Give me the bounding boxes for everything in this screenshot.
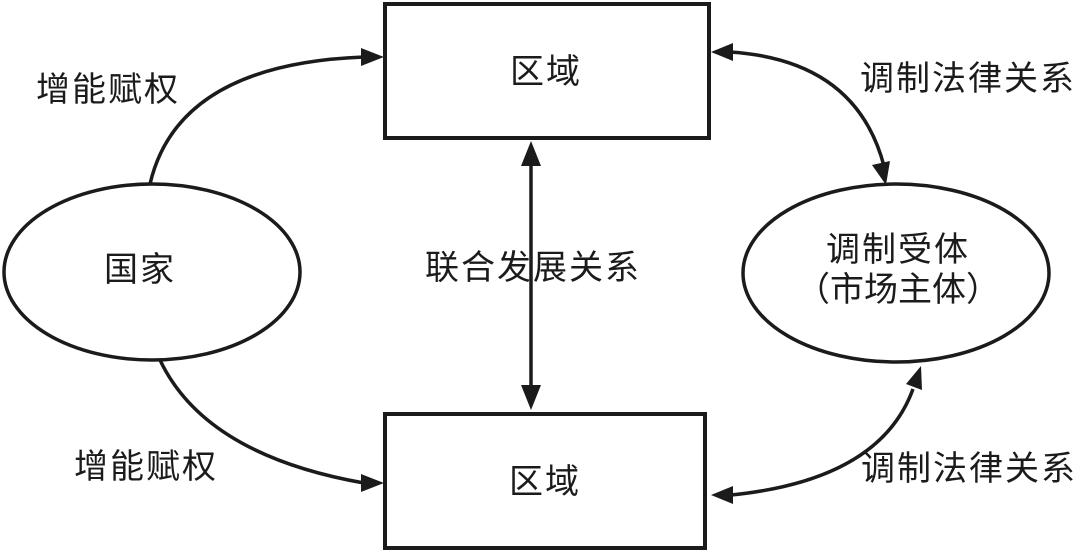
arrowhead-joint-development-down [521, 385, 541, 410]
node-state-label: 国家 [104, 250, 176, 290]
edge-regulate-top-label: 调制法律关系 [860, 59, 1076, 99]
edge-regulate-top [729, 50, 886, 167]
edge-regulate-bottom [730, 388, 915, 497]
arrowhead-regulate-top-down [872, 161, 890, 185]
edge-joint-development-label: 联合发展关系 [425, 248, 641, 288]
arrowhead-regulate-bottom-left [711, 486, 733, 504]
edge-empower-top-label: 增能赋权 [36, 70, 180, 110]
arrowhead-regulate-bottom-up [906, 366, 922, 390]
arrowhead-empower-top [361, 48, 384, 66]
arrowhead-joint-development-up [521, 141, 541, 166]
node-region-bottom-label: 区域 [509, 462, 581, 502]
arrowhead-regulate-top-left [711, 43, 733, 61]
edge-regulate-bottom-label: 调制法律关系 [861, 449, 1077, 489]
node-state [2, 182, 302, 362]
node-region-top [383, 2, 711, 140]
arrowhead-empower-bottom [361, 474, 384, 492]
node-regulated-subject-label-line1: 调制受体 [826, 230, 970, 270]
edge-empower-bottom [158, 359, 365, 485]
node-regulated-subject [741, 182, 1051, 364]
edge-empower-bottom-label: 增能赋权 [74, 447, 218, 487]
edge-empower-top [148, 55, 365, 185]
node-region-bottom [383, 412, 707, 550]
node-region-top-label: 区域 [510, 52, 582, 92]
node-regulated-subject-label-line2: （市场主体） [796, 270, 1000, 310]
